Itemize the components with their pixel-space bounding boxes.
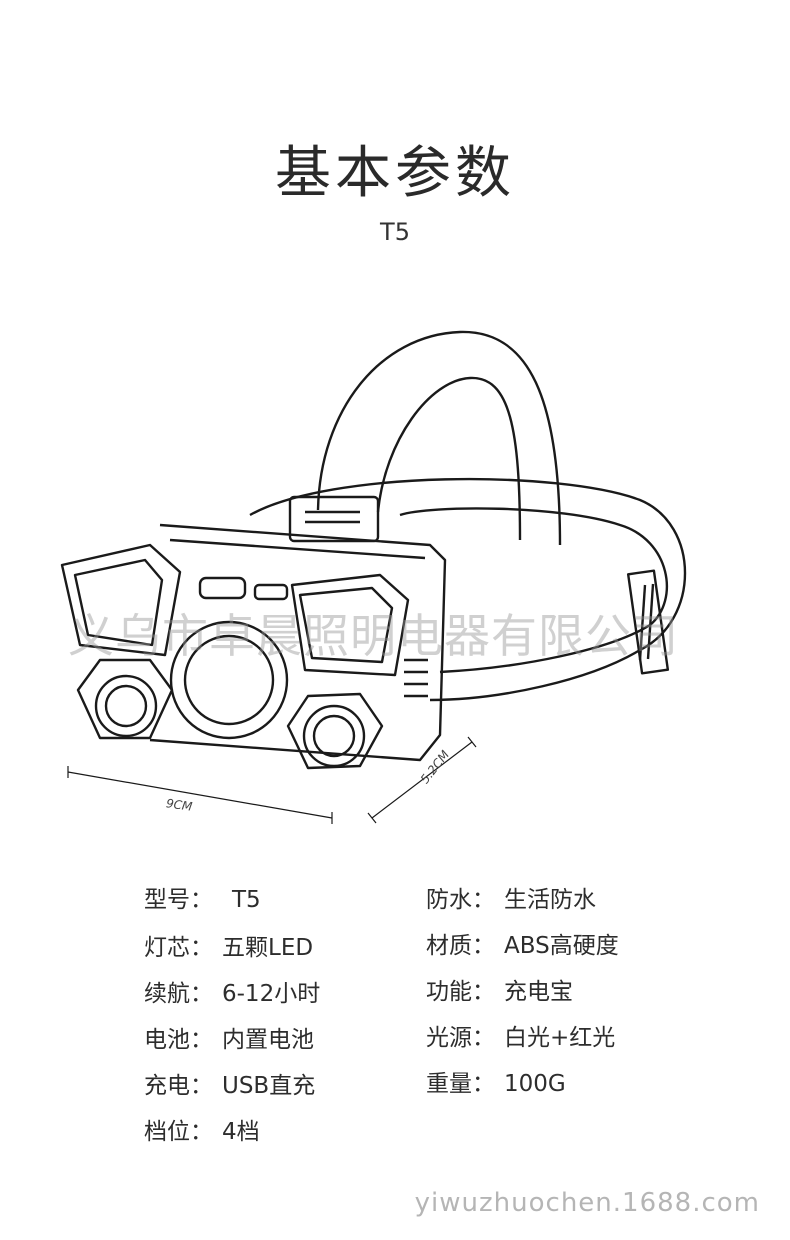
- spec-value: 充电宝: [504, 979, 573, 1005]
- spec-row-material: 材质： ABS高硬度: [426, 926, 619, 960]
- spec-label: 功能：: [426, 979, 495, 1005]
- spec-row-led: 灯芯： 五颗LED: [144, 928, 313, 962]
- spec-label: 光源：: [426, 1025, 495, 1051]
- spec-row-runtime: 续航： 6-12小时: [144, 974, 320, 1008]
- spec-row-function: 功能： 充电宝: [426, 972, 573, 1006]
- spec-label: 材质：: [426, 933, 495, 959]
- spec-label: 灯芯：: [144, 935, 213, 961]
- spec-value: 五颗LED: [222, 935, 314, 961]
- spec-row-battery: 电池： 内置电池: [144, 1020, 314, 1054]
- company-watermark: 义乌市卓晨照明电器有限公司: [68, 609, 679, 663]
- spec-value: 4档: [222, 1119, 260, 1145]
- spec-row-light-source: 光源： 白光+红光: [426, 1018, 615, 1052]
- spec-row-charging: 充电： USB直充: [144, 1066, 315, 1100]
- spec-label: 防水：: [426, 887, 495, 913]
- spec-value: ABS高硬度: [504, 933, 619, 959]
- spec-label: 档位：: [144, 1119, 213, 1145]
- spec-value: USB直充: [222, 1073, 316, 1099]
- spec-value: 100G: [504, 1071, 566, 1097]
- spec-label: 型号：: [144, 887, 213, 913]
- spec-value: 白光+红光: [504, 1025, 616, 1051]
- spec-value: 6-12小时: [222, 981, 321, 1007]
- spec-label: 充电：: [144, 1073, 213, 1099]
- spec-label: 电池：: [144, 1027, 213, 1053]
- headlamp-illustration: [60, 330, 687, 824]
- spec-row-model: 型号： T5: [144, 880, 261, 914]
- spec-label: 重量：: [426, 1071, 495, 1097]
- spec-row-weight: 重量： 100G: [426, 1064, 566, 1098]
- page-title: 基本参数: [275, 141, 515, 206]
- spec-row-modes: 档位： 4档: [144, 1112, 260, 1146]
- spec-value: 生活防水: [504, 887, 596, 913]
- model-subtitle: T5: [380, 218, 410, 246]
- spec-value: T5: [232, 887, 261, 913]
- spec-row-waterproof: 防水： 生活防水: [426, 880, 596, 914]
- site-watermark: yiwuzhuochen.1688.com: [414, 1188, 760, 1218]
- spec-value: 内置电池: [222, 1027, 314, 1053]
- spec-label: 续航：: [144, 981, 213, 1007]
